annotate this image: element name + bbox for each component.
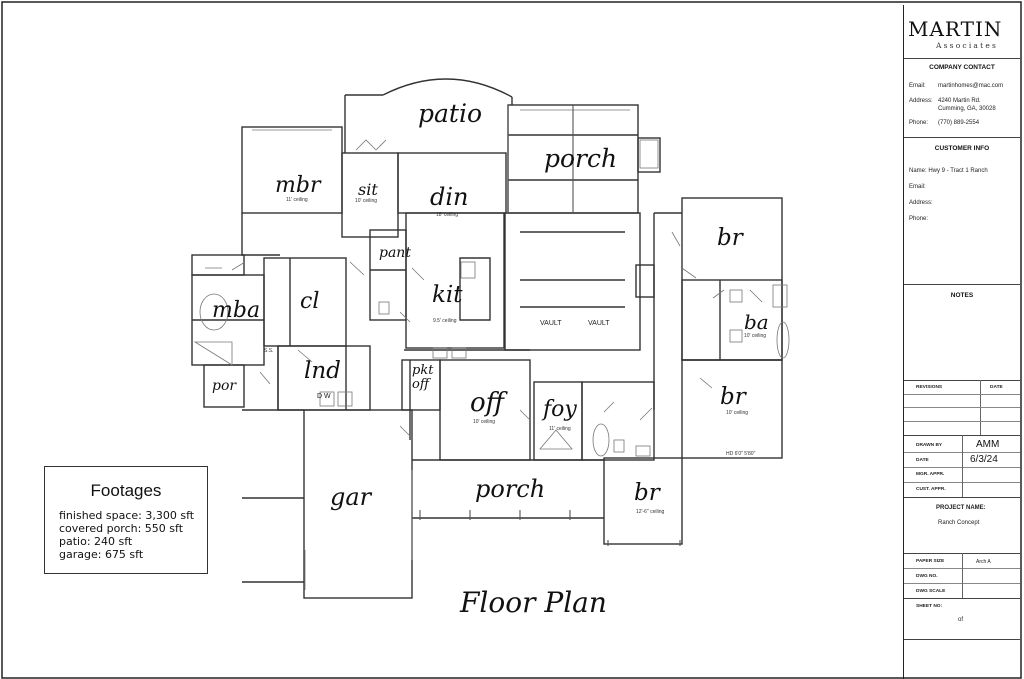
room-label-br-bottom: br [634,480,660,506]
customer-email: Email: [909,184,926,190]
shower-seat-note: S.S. [264,348,274,354]
title-block: MARTIN Associates COMPANY CONTACT Email:… [903,5,1020,679]
kit-ceiling-note: 9.5' ceiling [433,318,457,324]
customer-address: Address: [909,200,933,206]
date-value: 6/3/24 [970,454,998,465]
company-logo-sub: Associates [936,41,999,50]
room-label-lnd: lnd [304,358,341,384]
vault-label-2: VAULT [588,320,610,327]
notes-heading: NOTES [950,292,974,299]
sheet-of: of [958,617,964,623]
revisions-label: REVISIONS [916,385,943,390]
room-label-foy: foy [543,397,577,422]
project-name: Ranch Concept [938,520,980,526]
mgr-approval-label: MGR. APPR. [916,472,945,477]
ba-ceiling-note: 10' ceiling [744,333,767,339]
room-label-sit: sit [358,180,378,199]
room-label-din: din [430,183,469,211]
paper-size-label: PAPER SIZE [916,559,945,564]
mbr-ceiling-note: 11' ceiling [286,197,308,203]
drawn-by-value: AMM [976,439,1000,450]
company-contact-heading: COMPANY CONTACT [929,64,995,71]
room-label-ba: ba [744,310,769,334]
footages-list: finished space: 3,300 sft covered porch:… [59,509,194,561]
company-address-line1: 4240 Martin Rd. [938,98,981,104]
company-logo: MARTIN [908,17,1003,41]
date-label: DATE [916,458,929,463]
drawing-title: Floor Plan [460,586,607,619]
room-label-br-top: br [717,225,743,251]
room-label-mba: mba [212,298,261,323]
revisions-date-label: DATE [990,385,1003,390]
dwg-scale-label: DWG SCALE [916,589,946,594]
footages-box: Footages finished space: 3,300 sft cover… [44,466,208,574]
dryer-washer-label: D W [317,393,331,400]
project-name-label: PROJECT NAME: [936,505,986,511]
customer-info-heading: CUSTOMER INFO [934,145,990,152]
room-label-por: por [212,378,237,394]
foy-ceiling-note: 11' ceiling [549,426,571,432]
room-label-porch-front: porch [475,475,546,503]
room-label-off: off [470,388,505,418]
paper-size-value: Arch A [976,559,991,565]
sit-ceiling-note: 10' ceiling [355,198,378,204]
room-label-kit: kit [432,282,463,308]
footage-patio: patio: 240 sft [59,535,133,548]
room-label-pant: pant [379,245,411,261]
customer-approval-label: CUST. APPR. [916,487,946,492]
company-email: martinhomes@mac.com [938,83,1004,89]
room-label-porch-rear: porch [544,144,618,173]
br-mid-ceiling-note: 10' ceiling [726,410,749,416]
room-label-br-mid: br [720,384,746,410]
header-note: HD 6'0" 5'80" [726,451,756,457]
vault-label-1: VAULT [540,320,562,327]
footages-title: Footages [90,481,162,500]
company-address-line2: Cumming, GA, 30028 [938,106,996,112]
company-phone-label: Phone: [909,120,929,126]
off-ceiling-note: 10' ceiling [473,419,496,425]
company-address-label: Address: [909,98,933,104]
sheet-no-label: SHEET NO: [916,604,943,609]
room-label-gar: gar [330,483,372,511]
customer-name: Name: Hwy 9 - Tract 1 Ranch [909,168,988,174]
dwg-no-label: DWG NO. [916,574,938,579]
room-label-pkt-off: pkt off [412,363,434,392]
room-label-mbr: mbr [275,173,321,198]
customer-phone: Phone: [909,216,929,222]
br-bottom-ceiling-note: 12'-6" ceiling [636,509,665,515]
company-phone: (770) 889-2554 [938,120,980,126]
footage-garage: garage: 675 sft [59,548,144,561]
drawn-by-label: DRAWN BY [916,443,943,448]
company-email-label: Email: [909,83,926,89]
footage-finished: finished space: 3,300 sft [59,509,195,522]
room-label-patio: patio [418,99,483,128]
din-ceiling-note: 18' ceiling [436,212,459,218]
room-label-cl: cl [300,289,320,314]
footage-covered-porch: covered porch: 550 sft [59,522,184,535]
